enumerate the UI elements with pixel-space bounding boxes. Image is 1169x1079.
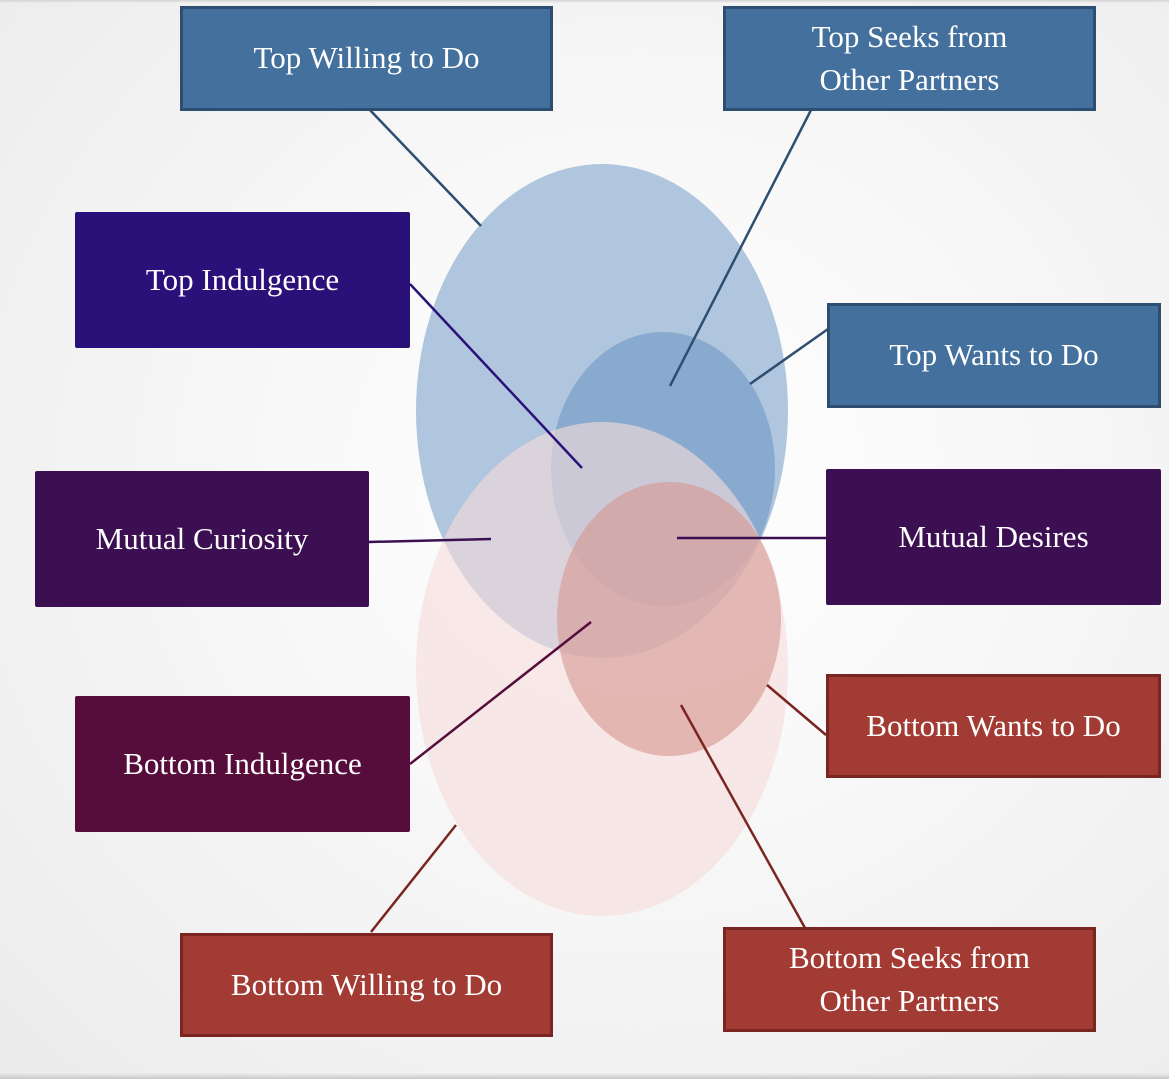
label-top-indulgence: Top Indulgence [75, 212, 410, 348]
connector-top-willing [367, 107, 482, 227]
connector-top-seeks [668, 109, 813, 387]
label-bottom-willing: Bottom Willing to Do [180, 933, 553, 1037]
ellipse-bottom-wants [557, 482, 781, 756]
connector-bottom-seeks [679, 704, 807, 929]
label-mutual-desires: Mutual Desires [826, 469, 1161, 605]
label-bottom-wants: Bottom Wants to Do [826, 674, 1161, 778]
connector-bottom-indulgence [409, 621, 592, 765]
label-top-wants: Top Wants to Do [827, 303, 1161, 408]
label-bottom-indulgence: Bottom Indulgence [75, 696, 410, 832]
bottom-edge-shadow [0, 1073, 1169, 1079]
connector-top-wants [749, 327, 829, 386]
top-edge-shadow [0, 0, 1169, 3]
connector-bottom-willing [370, 824, 457, 933]
label-bottom-seeks: Bottom Seeks from Other Partners [723, 927, 1096, 1032]
label-top-willing: Top Willing to Do [180, 6, 553, 111]
label-top-seeks: Top Seeks from Other Partners [723, 6, 1096, 111]
connector-mutual-curiosity [368, 537, 492, 544]
label-mutual-curiosity: Mutual Curiosity [35, 471, 369, 607]
connector-top-indulgence [409, 283, 583, 469]
connector-bottom-wants [766, 684, 827, 736]
